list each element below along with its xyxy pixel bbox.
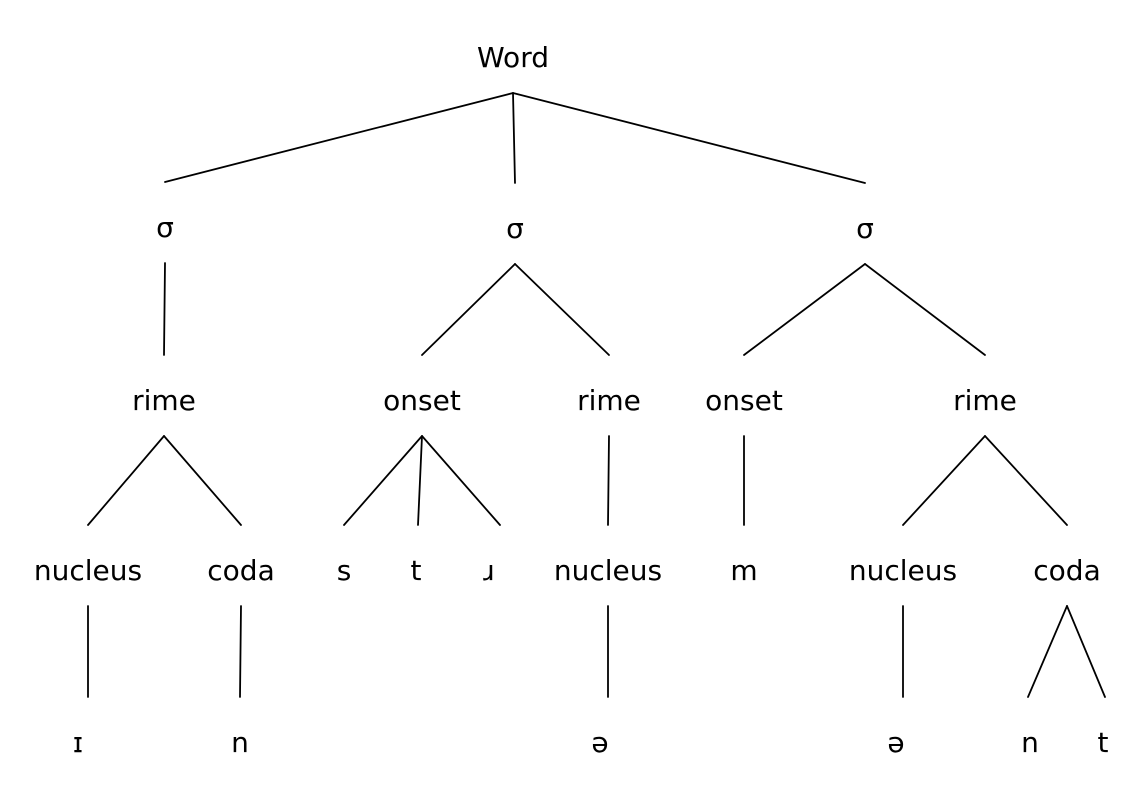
node-sigma2: σ (506, 212, 524, 245)
edge-rime3-nucleus3 (902, 435, 986, 526)
node-nucleus1: nucleus (34, 554, 142, 587)
node-onset2: onset (383, 384, 461, 417)
node-rime1: rime (132, 384, 196, 417)
edge-rime1-nucleus1 (87, 435, 165, 526)
node-nucleus3: nucleus (849, 554, 957, 587)
node-sigma1: σ (156, 211, 174, 244)
node-schwa2: ə (887, 726, 904, 759)
node-rime2: rime (577, 384, 641, 417)
edge-word-sigma1 (164, 92, 514, 183)
edge-word-sigma3 (512, 92, 866, 184)
node-t1: t (411, 554, 422, 587)
edge-sigma3-rime3 (864, 263, 986, 356)
edge-onset2-s (343, 435, 423, 526)
node-t2: t (1098, 726, 1109, 759)
node-schwa1: ə (591, 726, 608, 759)
edge-coda1-n1 (239, 605, 242, 698)
node-s: s (337, 554, 352, 587)
edge-word-sigma2 (512, 92, 516, 184)
node-coda1: coda (207, 554, 274, 587)
edge-onset2-r (421, 435, 501, 526)
node-rime3: rime (953, 384, 1017, 417)
node-i: ɪ (73, 726, 83, 759)
edge-rime2-nucleus2 (607, 435, 610, 526)
node-r: ɹ (483, 554, 495, 587)
node-sigma3: σ (856, 212, 874, 245)
edge-rime3-coda3 (984, 435, 1068, 526)
node-m: m (730, 554, 757, 587)
edge-sigma3-onset3 (743, 263, 866, 356)
node-n2: n (1021, 726, 1039, 759)
edge-rime1-coda1 (163, 435, 242, 526)
edge-coda3-t2 (1066, 605, 1106, 698)
node-coda3: coda (1033, 554, 1100, 587)
node-onset3: onset (705, 384, 783, 417)
node-nucleus2: nucleus (554, 554, 662, 587)
edge-sigma1-rime1 (163, 262, 166, 356)
edge-sigma2-rime2 (514, 263, 610, 356)
edge-coda3-n2 (1027, 605, 1068, 698)
node-n1: n (231, 726, 249, 759)
node-word: Word (477, 41, 549, 74)
edge-sigma2-onset2 (421, 263, 516, 356)
edge-onset2-t1 (417, 435, 423, 526)
